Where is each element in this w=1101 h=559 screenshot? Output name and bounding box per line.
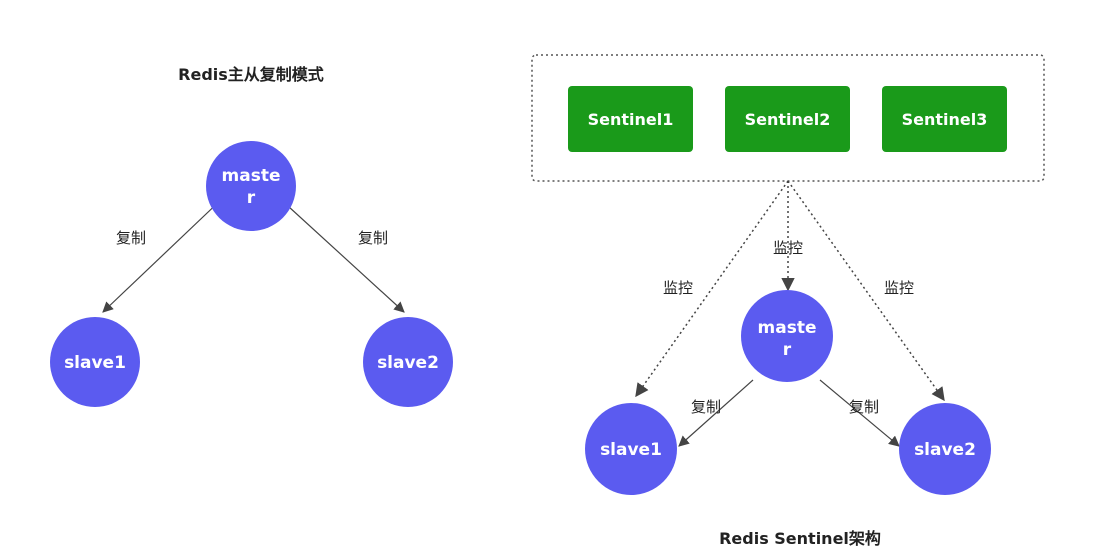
master-to-slave1-edge — [102, 195, 226, 313]
sentinel-slave2-label: slave2 — [914, 440, 976, 460]
sentinel3-label: Sentinel3 — [902, 110, 988, 129]
master-to-slave1-replicate-edge — [678, 379, 754, 447]
replicate-left-label-sentinel: 复制 — [691, 398, 721, 416]
sentinel-slave1-node: slave1 — [585, 403, 677, 495]
sentinel2-label: Sentinel2 — [745, 110, 831, 129]
sentinel1-node: Sentinel1 — [568, 86, 693, 152]
replicate-right-label: 复制 — [358, 229, 388, 247]
slave2-label: slave2 — [377, 353, 439, 373]
replication-diagram-title: Redis主从复制模式 — [178, 65, 324, 84]
slave2-node: slave2 — [363, 317, 453, 407]
slave1-node: slave1 — [50, 317, 140, 407]
sentinel-slave2-node: slave2 — [899, 403, 991, 495]
replicate-right-label-sentinel: 复制 — [849, 398, 879, 416]
sentinel-diagram: Sentinel1 Sentinel2 Sentinel3 监控 监控 监控 复… — [531, 54, 1045, 548]
sentinel3-node: Sentinel3 — [882, 86, 1007, 152]
sentinel1-label: Sentinel1 — [588, 110, 674, 129]
slave1-label: slave1 — [64, 353, 126, 373]
master-label-line2: r — [247, 188, 256, 208]
monitor-slave1-edge — [635, 180, 789, 398]
sentinel2-node: Sentinel2 — [725, 86, 850, 152]
replicate-left-label: 复制 — [116, 229, 146, 247]
monitor-left-label: 监控 — [663, 279, 693, 297]
sentinel-diagram-title: Redis Sentinel架构 — [719, 529, 881, 548]
master-to-slave2-edge — [276, 195, 405, 313]
master-label-line1: maste — [222, 166, 281, 186]
replication-diagram: Redis主从复制模式 复制 复制 maste r slave1 slave2 — [50, 65, 453, 407]
monitor-center-label: 监控 — [773, 239, 803, 257]
sentinel-master-label-line2: r — [783, 340, 792, 360]
master-node: maste r — [206, 141, 296, 231]
sentinel-master-node: maste r — [741, 290, 833, 382]
master-to-slave2-replicate-edge — [819, 379, 900, 447]
sentinel-slave1-label: slave1 — [600, 440, 662, 460]
sentinel-master-label-line1: maste — [758, 318, 817, 338]
monitor-right-label: 监控 — [884, 279, 914, 297]
